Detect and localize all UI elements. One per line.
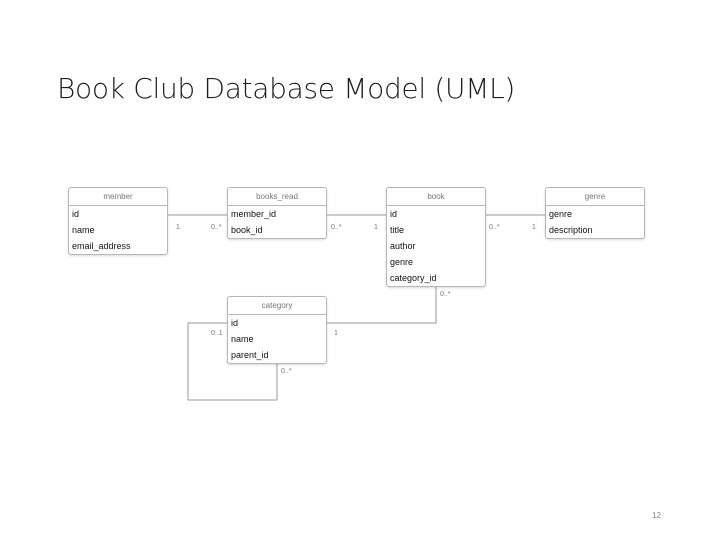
multiplicity-books-read-book-side: 0..*	[331, 224, 342, 231]
entity-book-header: book	[387, 188, 485, 206]
field-books-read-book-id: book_id	[231, 225, 263, 235]
field-book-author: author	[390, 241, 416, 251]
entity-genre[interactable]: genre genre description	[545, 187, 645, 239]
multiplicity-books-read-member-side: 0..*	[211, 224, 222, 231]
multiplicity-member-side: 1	[176, 224, 180, 231]
multiplicity-genre-side: 1	[532, 224, 536, 231]
entity-category-header: category	[228, 297, 326, 315]
field-member-email-address: email_address	[72, 241, 131, 251]
multiplicity-category-parent: 0..1	[211, 330, 223, 337]
field-member-id: id	[72, 209, 80, 219]
multiplicity-category-child: 0..*	[281, 368, 292, 375]
multiplicity-book-genre-side: 0..*	[489, 224, 500, 231]
entity-book[interactable]: book id title author genre category_id	[386, 187, 486, 287]
field-category-name: name	[231, 334, 254, 344]
page-title: Book Club Database Model (UML)	[57, 72, 516, 105]
entity-category[interactable]: category id name parent_id	[227, 296, 327, 364]
multiplicity-category-book-side: 1	[334, 330, 338, 337]
book-category-line	[327, 287, 437, 324]
entity-books-read[interactable]: books_read member_id book_id	[227, 187, 327, 239]
multiplicity-book-category-side: 0..*	[440, 291, 451, 298]
page-number: 12	[652, 511, 661, 520]
category-self-reference-line	[187, 322, 278, 401]
field-category-parent-id: parent_id	[231, 350, 269, 360]
field-genre-description: description	[549, 225, 593, 235]
entity-genre-header: genre	[546, 188, 644, 206]
entity-member[interactable]: member id name email_address	[68, 187, 168, 255]
field-member-name: name	[72, 225, 95, 235]
field-genre-genre: genre	[549, 209, 573, 219]
field-book-id: id	[390, 209, 398, 219]
field-book-genre: genre	[390, 257, 414, 267]
entity-books-read-header: books_read	[228, 188, 326, 206]
field-books-read-member-id: member_id	[231, 209, 277, 219]
field-book-title: title	[390, 225, 405, 235]
field-category-id: id	[231, 318, 239, 328]
entity-member-header: member	[69, 188, 167, 206]
field-book-category-id: category_id	[390, 273, 437, 283]
multiplicity-book-books-read-side: 1	[374, 224, 378, 231]
